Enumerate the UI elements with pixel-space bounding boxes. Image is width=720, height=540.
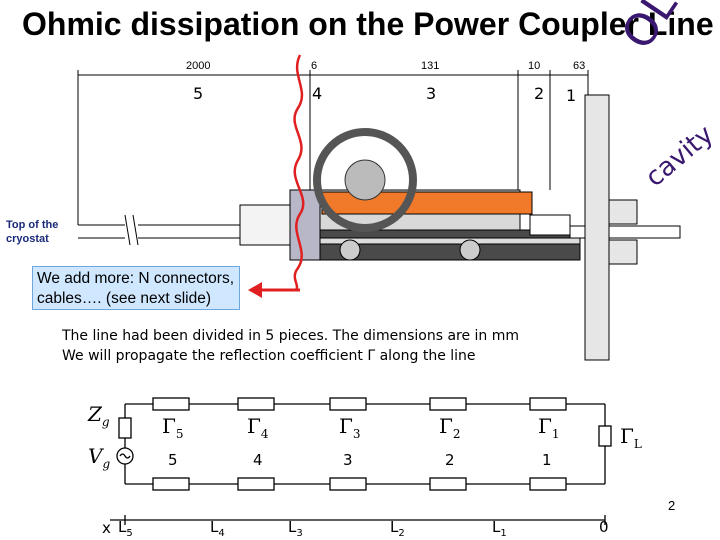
inner-conductor bbox=[319, 237, 581, 245]
coupler-tip bbox=[529, 214, 571, 236]
ring-top bbox=[313, 128, 417, 232]
note-box: We add more: N connectors, cables…. (see… bbox=[32, 266, 240, 310]
section-5: 5 bbox=[193, 84, 204, 103]
page-number: 2 bbox=[668, 498, 676, 513]
top-resistor-1 bbox=[529, 397, 567, 411]
top-resistor-4 bbox=[237, 397, 275, 411]
top-resistor-5 bbox=[152, 397, 190, 411]
L5-label: L5 bbox=[118, 518, 133, 539]
vg-label: Vg bbox=[88, 444, 111, 471]
x-axis-label: x bbox=[102, 519, 111, 537]
cut-wave bbox=[293, 54, 305, 291]
cryostat-line bbox=[78, 214, 240, 246]
section-3: 3 bbox=[426, 84, 437, 103]
dim-2000: 2000 bbox=[186, 60, 211, 72]
gamma-3-label: Γ3 bbox=[339, 414, 361, 441]
L4-label: L4 bbox=[210, 518, 225, 539]
description-line-2: We will propagate the reflection coeffic… bbox=[62, 348, 476, 364]
red-arrow bbox=[248, 282, 300, 298]
top-of-cryostat-label: Top of the cryostat bbox=[6, 219, 59, 245]
zero-label: 0 bbox=[599, 518, 609, 536]
gamma-5-label: Γ5 bbox=[162, 414, 184, 441]
ring-inner bbox=[344, 159, 386, 201]
bottom-resistor-4 bbox=[237, 477, 275, 491]
L2-label: L2 bbox=[390, 518, 405, 539]
gamma-load-label: ΓL bbox=[620, 424, 642, 451]
dim-63: 63 bbox=[573, 60, 586, 72]
zg-label: Zg bbox=[88, 402, 110, 429]
cavity-stub-top bbox=[608, 199, 638, 225]
section-2: 2 bbox=[534, 84, 545, 103]
L1-label: L1 bbox=[492, 518, 507, 539]
gamma-4-label: Γ4 bbox=[247, 414, 269, 441]
circuit-section-5: 5 bbox=[168, 451, 178, 469]
circuit-section-3: 3 bbox=[343, 451, 353, 469]
dim-10: 10 bbox=[528, 60, 541, 72]
page-title: Ohmic dissipation on the Power Coupler L… bbox=[22, 6, 714, 42]
circuit-section-4: 4 bbox=[253, 451, 263, 469]
circuit-section-2: 2 bbox=[445, 451, 455, 469]
section-4: 4 bbox=[312, 84, 323, 103]
bottom-resistor-5 bbox=[152, 477, 190, 491]
gamma-1-label: Γ1 bbox=[538, 414, 560, 441]
zg-resistor bbox=[118, 417, 132, 439]
bottom-resistor-2 bbox=[429, 477, 467, 491]
bearing-1 bbox=[339, 239, 361, 261]
left-connector bbox=[239, 204, 291, 246]
cavity-stub-bottom bbox=[608, 239, 638, 265]
bottom-resistor-1 bbox=[529, 477, 567, 491]
L3-label: L3 bbox=[288, 518, 303, 539]
description-line-1: The line had been divided in 5 pieces. T… bbox=[62, 328, 520, 344]
load-resistor bbox=[598, 425, 612, 447]
bottom-resistor-3 bbox=[329, 477, 367, 491]
dim-131: 131 bbox=[421, 60, 440, 72]
dim-6: 6 bbox=[311, 60, 318, 72]
bearing-2 bbox=[459, 239, 481, 261]
circuit-section-1: 1 bbox=[542, 451, 552, 469]
top-resistor-3 bbox=[329, 397, 367, 411]
top-resistor-2 bbox=[429, 397, 467, 411]
section-1: 1 bbox=[566, 86, 577, 105]
cavity-wall bbox=[584, 94, 610, 361]
gamma-2-label: Γ2 bbox=[439, 414, 461, 441]
